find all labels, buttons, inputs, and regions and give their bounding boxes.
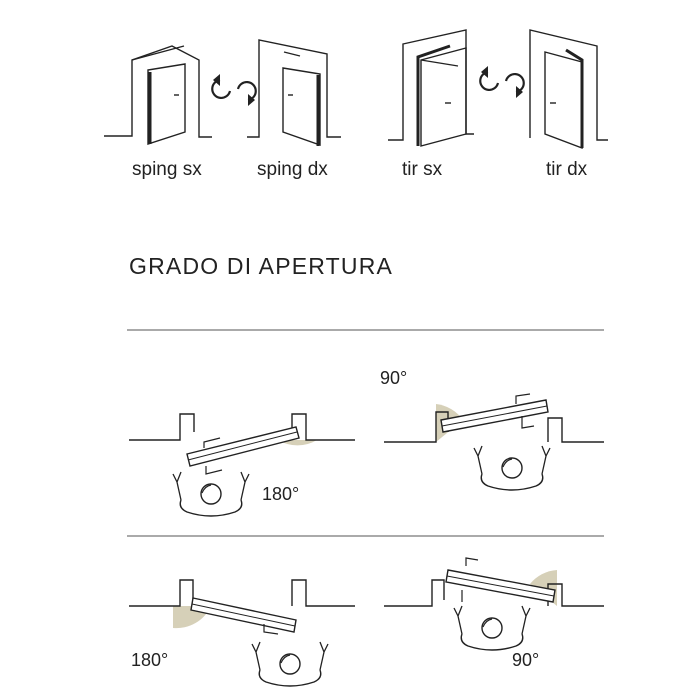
degree-label-2: 90° [380,368,408,388]
door-label-sping-dx: sping dx [257,159,328,180]
opening-diagram-3 [129,579,355,687]
door-icon-tir-sx [388,29,474,147]
door-label-sping-sx: sping sx [132,159,202,180]
swap-icon-right [479,64,525,100]
door-label-tir-dx: tir dx [546,159,588,180]
door-icon-tir-dx [529,29,608,150]
degree-label-3: 180° [131,650,169,670]
door-label-tir-sx: tir sx [402,159,443,180]
opening-diagram-1 [129,413,355,517]
section-title: GRADO DI APERTURA [129,253,394,279]
degree-label-1: 180° [262,484,300,504]
opening-diagram-2 [384,393,604,491]
door-icon-sping-sx [104,45,212,145]
opening-diagram-4 [384,557,604,651]
door-icon-sping-dx [247,39,341,146]
degree-label-4: 90° [512,650,540,670]
swap-icon-left [211,72,257,108]
